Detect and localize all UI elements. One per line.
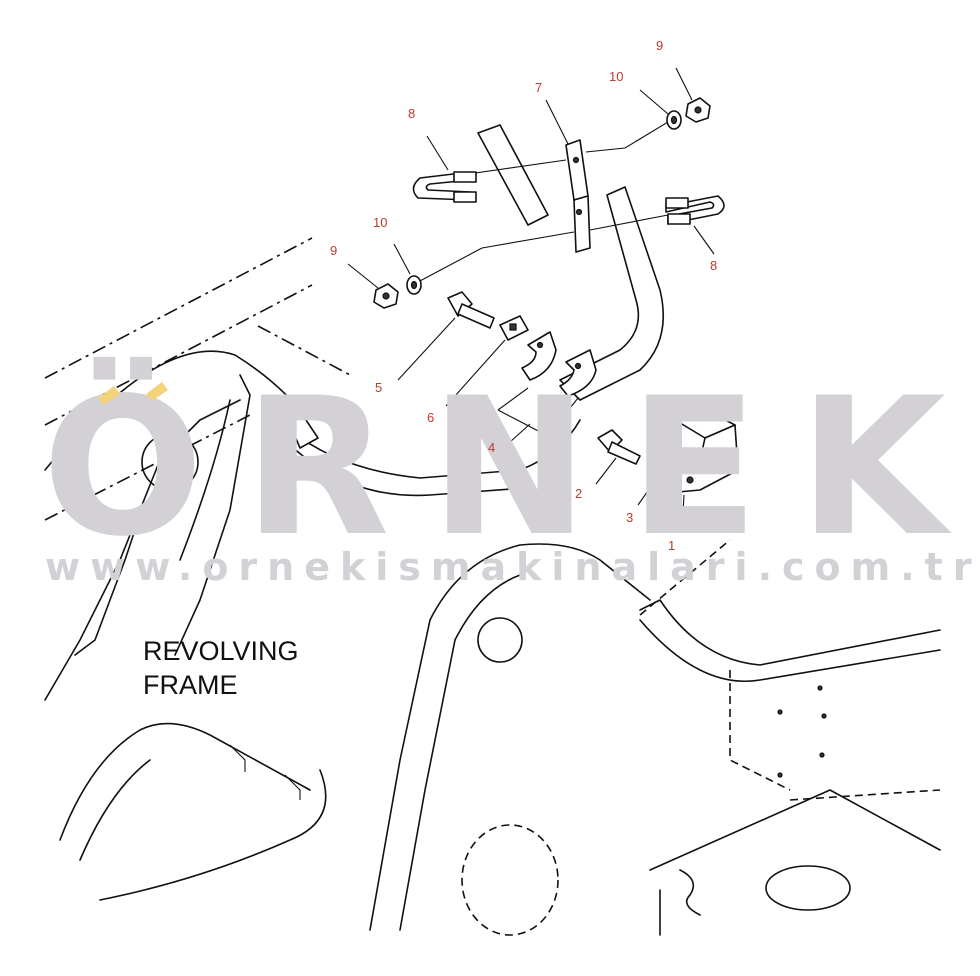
pipe-assembly <box>287 124 665 497</box>
callout-9-lower: 9 <box>330 243 337 258</box>
callout-1: 1 <box>668 538 675 553</box>
callout-7: 7 <box>535 80 542 95</box>
callout-2: 2 <box>575 486 582 501</box>
bracket-part-1 <box>661 401 739 493</box>
callout-10-lower: 10 <box>373 215 387 230</box>
watermark-url: www.ornekismakinalari.com.tr <box>45 545 980 589</box>
nut-part-9-upper <box>685 97 711 123</box>
clamp-part-4 <box>497 331 597 437</box>
frame-label-line1: REVOLVING <box>143 636 299 666</box>
watermark-brand: ÖRNEK <box>42 356 980 578</box>
leader-lines <box>347 67 715 531</box>
bolt-part-2 <box>597 429 641 465</box>
nut-part-9-lower <box>373 283 399 309</box>
callout-6: 6 <box>427 410 434 425</box>
revolving-frame-outline <box>44 237 941 936</box>
bolt-part-5 <box>447 291 495 329</box>
revolving-frame-label: REVOLVING FRAME <box>143 636 299 700</box>
callout-8-lower: 8 <box>710 258 717 273</box>
callout-4: 4 <box>488 440 495 455</box>
watermark: ÖRNEK www.ornekismakinalari.com.tr <box>42 356 980 589</box>
u-bolt-part-8-upper <box>412 171 477 203</box>
u-bolt-part-8-lower <box>665 195 725 225</box>
callout-10-upper: 10 <box>609 69 623 84</box>
callouts: 1 2 3 4 5 6 7 8 8 9 9 10 10 <box>330 38 717 553</box>
frame-label-line2: FRAME <box>143 670 238 700</box>
washer-part-10-upper <box>666 110 682 130</box>
washer-part-3 <box>651 455 669 477</box>
callout-5: 5 <box>375 380 382 395</box>
washer-part-10-lower <box>406 275 422 295</box>
callout-8-upper: 8 <box>408 106 415 121</box>
spacer-part-6 <box>499 315 529 341</box>
callout-9-upper: 9 <box>656 38 663 53</box>
watermark-umlaut-icon <box>98 382 168 405</box>
callout-3: 3 <box>626 510 633 525</box>
